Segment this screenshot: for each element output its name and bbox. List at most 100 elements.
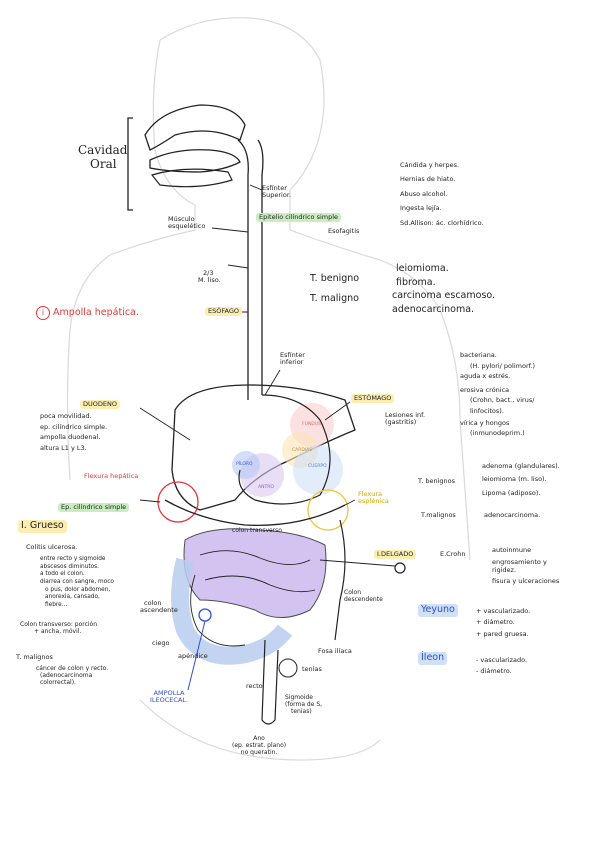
lesiones-line2: (gastritis): [385, 418, 417, 427]
flexura-esplenica-circle: [307, 489, 349, 531]
ano-label: Ano (ep. estrat. plano) no queratin.: [232, 735, 286, 757]
col-diarrea: diarrea con sangre, moco: [40, 578, 114, 585]
transverse-colon: [164, 499, 346, 526]
delgado-marker: [394, 562, 406, 574]
ileon-label: Íleon: [418, 652, 448, 665]
sig-line3: tenias): [291, 707, 312, 715]
les-bacteriana: bacteriana.: [460, 351, 497, 359]
info-icon: i: [36, 306, 50, 320]
cavidad-oral-label: Cavidad Oral: [78, 143, 127, 172]
recto-label: recto: [246, 682, 263, 690]
yeyuno-label: Yeyuno: [418, 604, 458, 617]
yeyuno-items: + vascularizado. + diámetro. + pared gru…: [476, 607, 531, 642]
lesiones-line1: Lesiones inf.: [385, 411, 426, 419]
ile-vasc: - vascularizado.: [476, 656, 528, 664]
sigmoide-label: Sigmoide (forma de S, tenias): [285, 694, 322, 716]
les-aguda: aguda x estrés.: [460, 372, 511, 381]
duo-epitelio: ep. cilíndrico simple.: [40, 422, 108, 431]
descending-colon: [334, 519, 346, 641]
les-linfocitos: linfocitos).: [470, 407, 504, 416]
duo-altura: altura L1 y L3.: [40, 443, 87, 452]
flexura-hepatica-label: Flexura hepática: [84, 472, 139, 480]
ano-line3: no queratin.: [240, 748, 278, 756]
cavidad-oral-line2: Oral: [90, 156, 117, 171]
oral-cavity: [144, 104, 246, 151]
maligno-carcinoma: carcinoma escamoso.: [392, 290, 496, 301]
esofagitis-causes: Cándida y herpes. Hernias de hiato. Abus…: [400, 161, 484, 231]
colitis-items: entre recto y sigmoide abscesos diminuto…: [40, 556, 114, 612]
crohn-fisura: fisura y ulceraciones: [492, 577, 560, 586]
esfinter-inferior-line2: inferior: [280, 358, 304, 367]
crohn-rigidez: rigidez.: [492, 565, 517, 574]
ct-note-line2: + ancha, móvil.: [34, 627, 82, 635]
duodeno-items: poca movilidad. ep. cilíndrico simple. a…: [40, 412, 108, 456]
esofago-benigno: T. benigno: [310, 273, 360, 284]
esfinter-inferior-label: Esfínter inferior: [280, 351, 305, 367]
piloro-label: PÍLORO: [236, 462, 253, 467]
cause-allison: Sd.Allison: ác. clorhídrico.: [400, 218, 484, 227]
crohn-label: E.Crohn: [440, 550, 466, 558]
col-pus: o pus, dolor abdomen,: [45, 586, 111, 593]
flex-esp-line1: Flexura: [358, 490, 383, 498]
sigmoid-loop: [278, 658, 298, 678]
ampolla-hepatica-text: Ampolla hepática.: [53, 307, 139, 318]
benigno-fibroma: fibroma.: [396, 277, 436, 289]
ciego-label: ciego: [152, 639, 170, 647]
grueso-label: I. Grueso: [18, 520, 67, 533]
maligno-adenocarcinoma: adenocarcinoma.: [392, 304, 475, 316]
esofago-maligno-items: carcinoma escamoso. adenocarcinoma.: [392, 290, 496, 319]
grueso-malignos-items: cáncer de colon y recto. (adenocarcinoma…: [36, 665, 109, 687]
crohn-autoinmune: autoinmune: [492, 546, 532, 554]
estomago-malignos-item: adenocarcinoma.: [484, 511, 541, 519]
esfinter-superior-label: Esfínter Superior.: [262, 184, 291, 200]
yey-pared: + pared gruesa.: [476, 629, 529, 638]
crohn-items: autoinmune engrosamiento y rigidez. fisu…: [492, 546, 560, 589]
apendice-label: apéndice: [178, 652, 208, 660]
ano-line1: Ano: [253, 735, 265, 742]
oral-bracket: [127, 117, 133, 211]
cause-hernias: Hernias de hiato.: [400, 175, 456, 184]
liver: [171, 384, 356, 511]
fundus-label: FUNDUS: [302, 422, 321, 427]
cause-candida: Cándida y herpes.: [400, 161, 460, 169]
estomago-malignos: T.malignos: [421, 511, 456, 519]
flex-esp-line2: esplénica: [358, 497, 389, 506]
tongue: [149, 149, 241, 173]
musculo-esqueletico-label: Músculo esquelético: [168, 215, 205, 231]
lesiones-items: bacteriana. (H. pylori/ polimorf.) aguda…: [460, 351, 535, 441]
col-anorexia: anorexia, cansado,: [45, 594, 100, 601]
col-entre: entre recto y sigmoide: [40, 556, 106, 562]
stomach: [238, 394, 331, 505]
cause-lejia: Ingesta lejía.: [400, 204, 442, 213]
flexura-hepatica-circle: [157, 481, 199, 523]
gm-colorrectal: colorrectal).: [40, 678, 76, 686]
colon-ascendente-label: colon ascendente: [140, 599, 178, 615]
estomago-lesiones: Lesiones inf. (gastritis): [385, 411, 426, 427]
musculo-line1: Músculo: [168, 215, 195, 223]
les-erosiva: erosiva crónica: [460, 385, 510, 394]
estomago-benignos: T. benignos: [418, 477, 455, 485]
ileon-items: - vascularizado. - diámetro.: [476, 656, 528, 679]
antro-label: ANTRO: [258, 485, 274, 490]
sig-line1: Sigmoide: [285, 694, 313, 701]
colitis-label: Colitis ulcerosa.: [26, 543, 78, 551]
cardias-label: CARDIAS: [292, 448, 313, 453]
esfinter-superior-line1: Esfínter: [262, 184, 287, 192]
estomago-benignos-items: adenoma (glandulares). leiomioma (m. lis…: [482, 462, 560, 501]
ai-line2: ILEOCECAL.: [150, 696, 189, 705]
ai-line1: AMPOLLA: [153, 689, 185, 697]
duo-ampolla: ampolla duodenal.: [40, 433, 101, 442]
benigno-leiomioma: leiomioma.: [396, 263, 449, 274]
esofago-label: ESÓFAGO: [205, 307, 242, 317]
rectum: [261, 639, 279, 725]
gm-cancer: cáncer de colon y recto.: [36, 665, 109, 672]
esofago-maligno: T. maligno: [310, 293, 359, 304]
esofagitis-label: Esofagitis: [328, 227, 360, 235]
yey-vasc: + vascularizado.: [476, 607, 531, 615]
tercios-line2: M. liso.: [198, 276, 221, 285]
col-fiebre: fiebre...: [45, 601, 68, 608]
colon-descendente-label: Colon descendente: [344, 589, 383, 604]
cuerpo-label: CUERPO: [308, 464, 327, 469]
col-abscesos: abscesos diminutos.: [40, 563, 100, 570]
